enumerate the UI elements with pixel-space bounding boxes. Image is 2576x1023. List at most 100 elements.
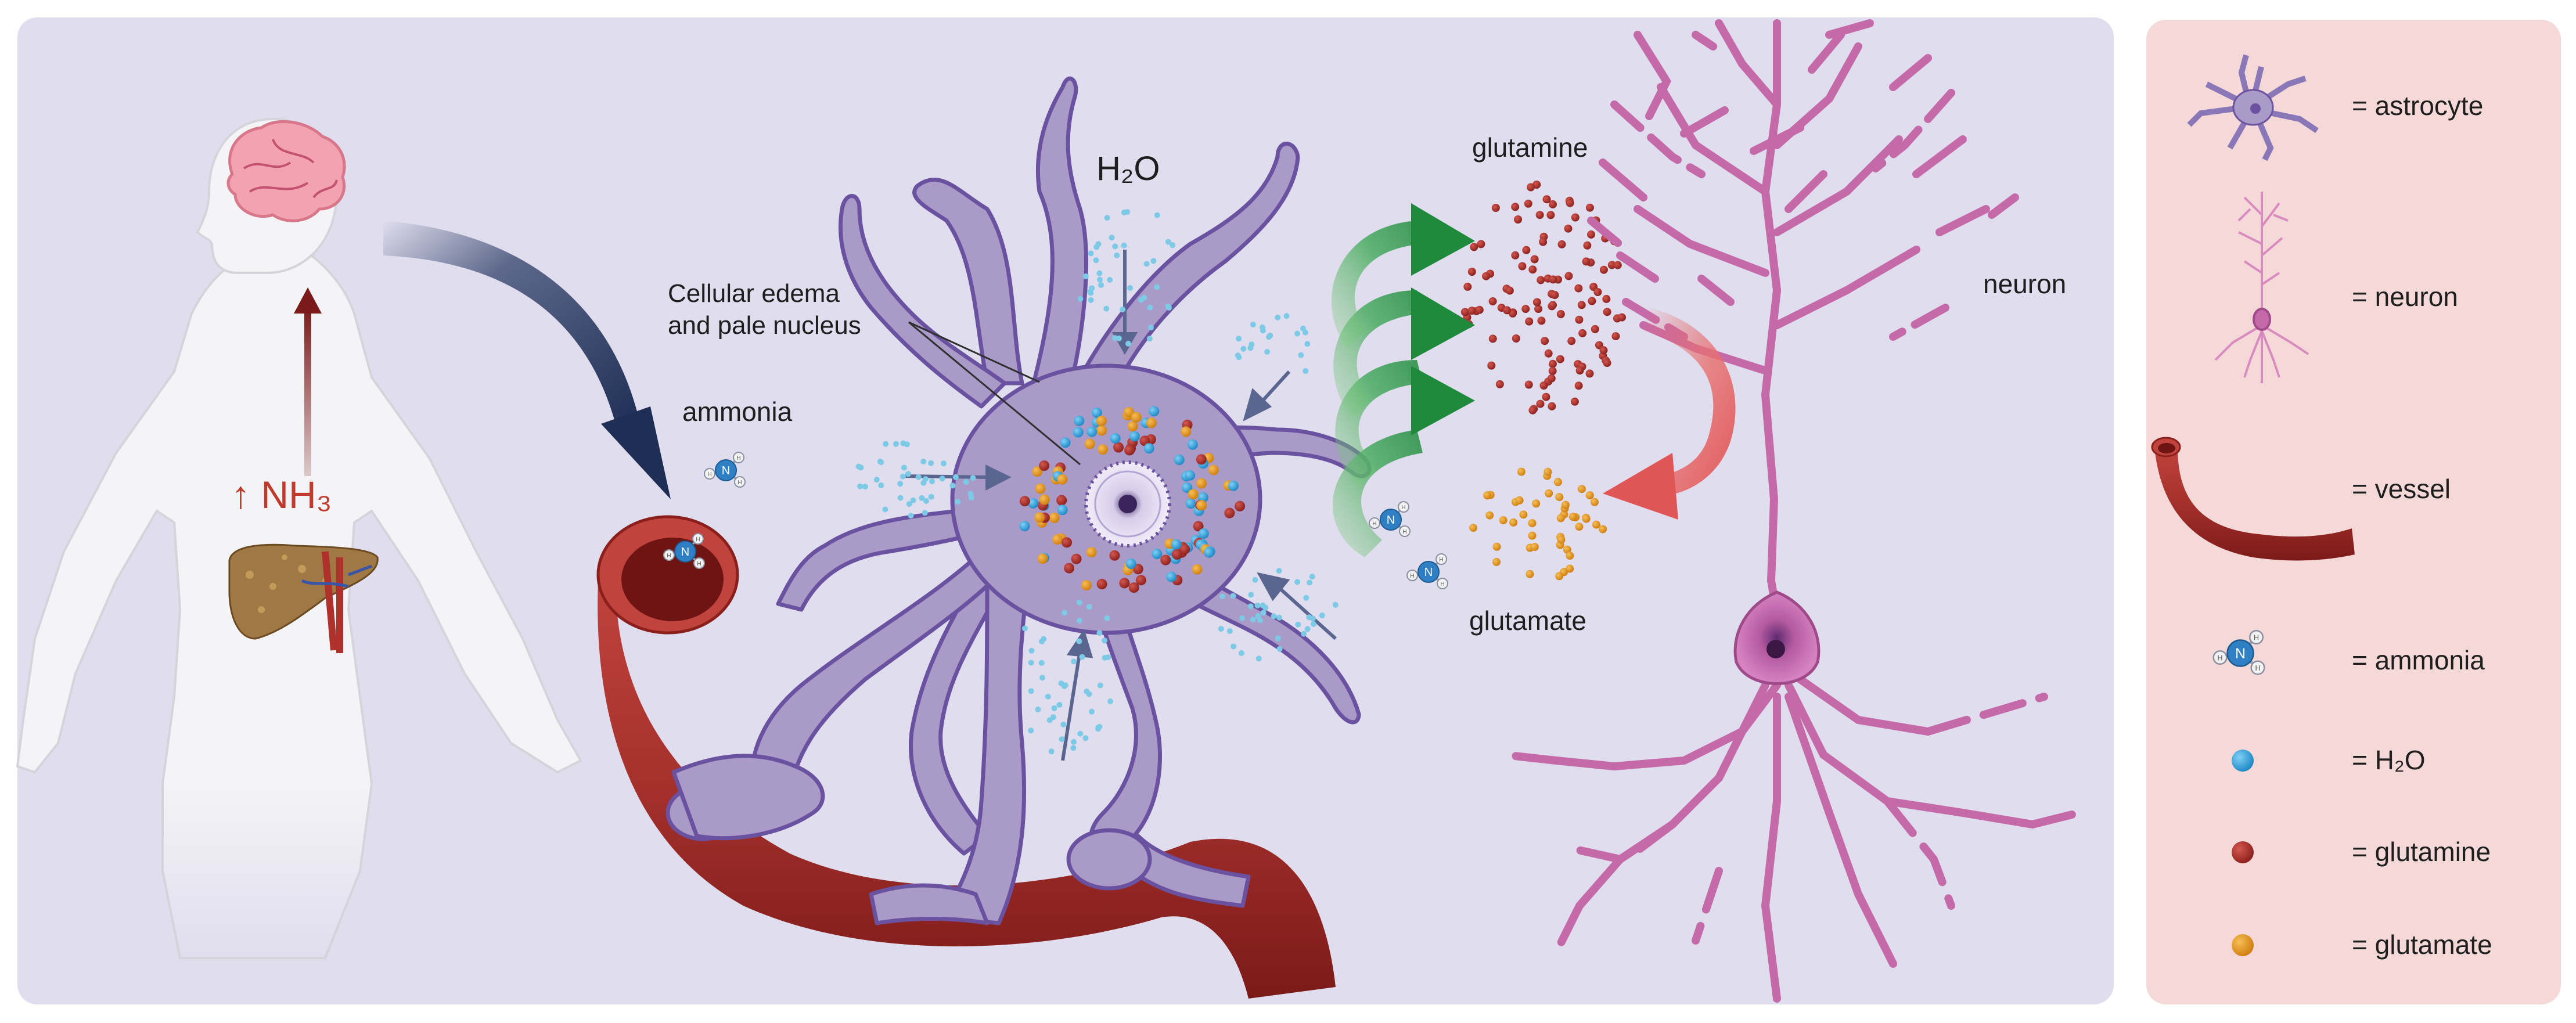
water-dot [1174,455,1185,465]
glutamine-dot [1567,337,1576,345]
water-dot [1275,314,1281,320]
water-dot [1076,638,1082,644]
glutamine-dot [1518,262,1527,271]
water-dot [1038,660,1045,666]
hydrogen-atom [693,557,705,569]
glutamine-label: glutamine [1472,132,1588,163]
glutamate-dot [1492,542,1501,551]
glutamine-dot [1524,380,1533,389]
glutamine-dot [1603,308,1611,316]
water-dot [1082,273,1089,279]
water-dot [941,460,947,467]
hydrogen-atom [704,468,715,480]
glutamine-dot [1611,332,1620,341]
glutamate-dot [1556,514,1565,523]
water-dot [1260,327,1266,334]
glutamate-dot [1566,552,1574,560]
glutamine-dot [1039,460,1050,471]
water-dot [1267,332,1273,338]
water-dot [855,463,862,470]
water-dot [1154,212,1160,218]
water-dot [1039,675,1046,681]
water-dot [1306,614,1312,621]
nitrogen-letter: N [2235,646,2246,662]
glutamine-dot [1535,211,1544,219]
hydrogen-letter: H [1402,529,1406,535]
glutamine-dot [1467,268,1476,276]
water-dot [928,494,934,500]
glutamine-dot [1512,334,1520,343]
glutamine-dot [1542,195,1551,204]
glutamate-dot [1098,444,1109,455]
glutamate-cloud [1469,467,1607,581]
glutamate-dot [1483,491,1492,500]
human-body-illustration: ↑ NH₃ [16,117,582,959]
glutamate-dot [1575,523,1584,531]
water-dot-icon [2232,750,2254,772]
glutamate-dot [1057,474,1068,485]
glutamine-dot [1549,200,1557,208]
edema-leader-line [908,321,1081,466]
hydrogen-atom [2212,650,2228,665]
water-dot [1239,615,1246,621]
water-dot [1104,215,1110,221]
glutamate-dot [1555,493,1564,502]
water-dot [1121,242,1127,248]
glutamine-dot [1603,359,1611,368]
glutamate-dot [1146,417,1157,428]
glutamine-dot [1503,306,1512,315]
glutamate-dot [1568,513,1577,521]
glutamine-dot [1585,369,1594,378]
glutamate-dot [1188,489,1199,500]
water-dot [883,441,889,447]
nitrogen-letter: N [1424,566,1433,579]
glutamine-dot [1488,297,1497,305]
h2o-label: H₂O [1096,150,1160,188]
water-dot [873,477,880,483]
glutamate-dot [1037,553,1048,564]
water-dot [1304,626,1311,632]
water-dot [1086,604,1092,610]
glutamine-dot [1583,241,1592,250]
glutamate-dot [1528,519,1537,528]
glutamine-dot [1193,521,1204,532]
glutamine-dot [1160,554,1171,565]
glutamate-dot [1509,518,1518,527]
water-dot [1028,647,1035,654]
water-dot [1120,307,1126,312]
hydrogen-letter: H [2255,664,2260,672]
legend-label-h2o: = H₂O [2352,745,2426,775]
water-dot [1247,603,1254,610]
glutamine-dot [1467,307,1476,315]
water-dot [900,473,906,480]
water-dot [1088,250,1094,257]
water-dot [1098,282,1104,288]
water-dot [1070,745,1077,751]
water-dot [1294,579,1300,585]
glutamate-dot [1035,483,1046,494]
water-dot [1236,336,1242,342]
neuron-label: neuron [1983,269,2066,299]
glutamate-dot [1530,543,1539,551]
glutamate-dot [1081,579,1092,590]
water-dot [928,460,934,466]
nitrogen-letter: N [681,546,689,559]
glutamate-dot [1096,415,1107,426]
hydrogen-atom [1399,525,1411,537]
glutamine-dot [1570,397,1579,406]
water-dot [1198,528,1209,539]
water-dot [1129,431,1140,442]
nitrogen-letter: N [722,464,730,477]
water-dot [1304,341,1311,347]
glutamine-dot [1537,316,1546,325]
glutamine-dot [1477,240,1485,248]
glutamine-dot [1541,337,1549,345]
glutamine-dot [1588,297,1596,305]
water-dot [1048,748,1055,755]
water-dot [857,483,864,489]
nh3-up-arrow-head [294,287,322,314]
water-dot [1082,735,1089,741]
water-dot [1071,658,1077,665]
glutamate-dot [1532,499,1541,508]
water-dot [882,506,888,513]
